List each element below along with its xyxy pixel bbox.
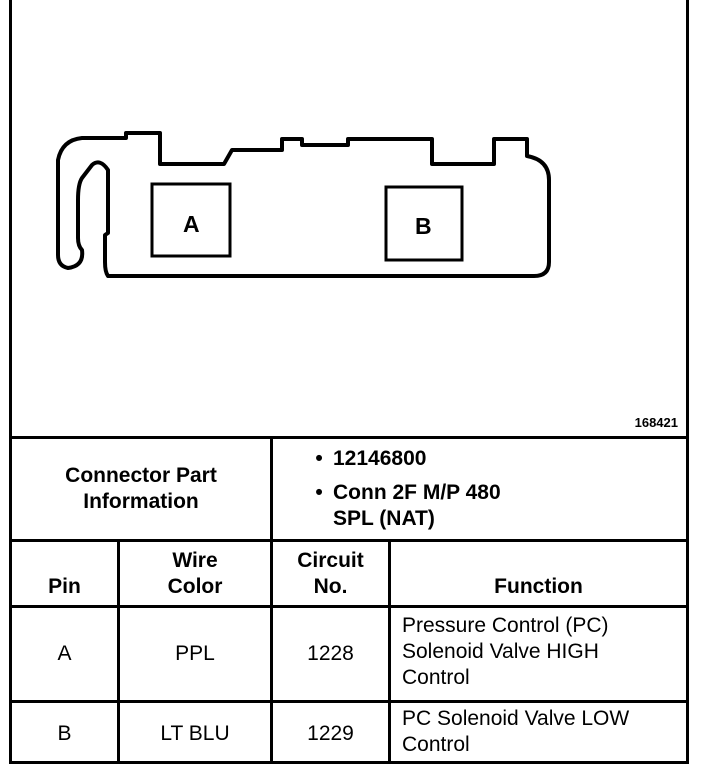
row-b-circuit: 1229 (307, 721, 354, 745)
connector-description-line1: Conn 2F M/P 480 (333, 481, 501, 504)
cavity-b (384, 185, 464, 262)
rule-row-b (12, 700, 686, 703)
rule-row-a (12, 605, 686, 608)
header-function: Function (391, 542, 686, 605)
rule-col-function (388, 539, 391, 764)
header-wire-line2: Color (167, 574, 223, 598)
row-a-wire: PPL (175, 642, 215, 665)
header-circuit-line2: No. (313, 574, 348, 598)
connector-outline (56, 131, 551, 278)
connector-description-line2: SPL (NAT) (333, 507, 435, 530)
part-info-label-line1: Connector Part (65, 464, 217, 487)
row-b-pin: B (57, 721, 72, 745)
part-info-item: • 12146800 (305, 446, 695, 472)
row-a-function-line1: Pressure Control (PC) (402, 614, 609, 637)
row-a-circuit: 1228 (307, 642, 354, 665)
header-wire-line1: Wire (172, 548, 218, 572)
row-b-function-line2: Control (402, 733, 470, 756)
header-pin-text: Pin (48, 575, 81, 598)
row-b-wire: LT BLU (160, 721, 230, 745)
row-b-function-line1: PC Solenoid Valve LOW (402, 707, 630, 730)
row-a-function-line2: Solenoid Valve HIGH (402, 640, 599, 663)
bullet-icon: • (315, 481, 323, 504)
connector-drawing (56, 131, 551, 278)
row-a-function-line3: Control (402, 666, 470, 689)
rule-col-wire (117, 539, 120, 764)
bullet-icon: • (315, 447, 323, 470)
part-number: 12146800 (333, 447, 427, 470)
header-wire-color: Wire Color (120, 542, 270, 605)
row-a-function: Pressure Control (PC) Solenoid Valve HIG… (402, 613, 609, 691)
row-a-pin: A (57, 642, 72, 665)
header-circuit-line1: Circuit (297, 548, 364, 572)
cavity-a-label: A (183, 211, 200, 237)
header-circuit-no: Circuit No. (273, 542, 388, 605)
rule-top (12, 436, 686, 439)
connector-description: Conn 2F M/P 480 SPL (NAT) (333, 480, 501, 532)
part-info-label: Connector Part Information (12, 439, 270, 539)
rule-header (12, 539, 686, 542)
connector-figure: A B 168421 (12, 0, 686, 436)
row-b-function: PC Solenoid Valve LOW Control (402, 706, 629, 758)
connector-sheet: A B 168421 Connector Part Information • … (9, 0, 689, 764)
header-function-text: Function (494, 575, 583, 598)
cavity-a (150, 182, 232, 258)
part-info-item: • Conn 2F M/P 480 SPL (NAT) (305, 480, 695, 532)
header-pin: Pin (12, 542, 117, 605)
figure-id: 168421 (634, 415, 678, 430)
part-info-list: • 12146800 • Conn 2F M/P 480 SPL (NAT) (305, 446, 695, 532)
part-info-label-line2: Information (83, 490, 199, 513)
cavity-b-label: B (415, 213, 432, 239)
rule-col-circuit (270, 436, 273, 764)
